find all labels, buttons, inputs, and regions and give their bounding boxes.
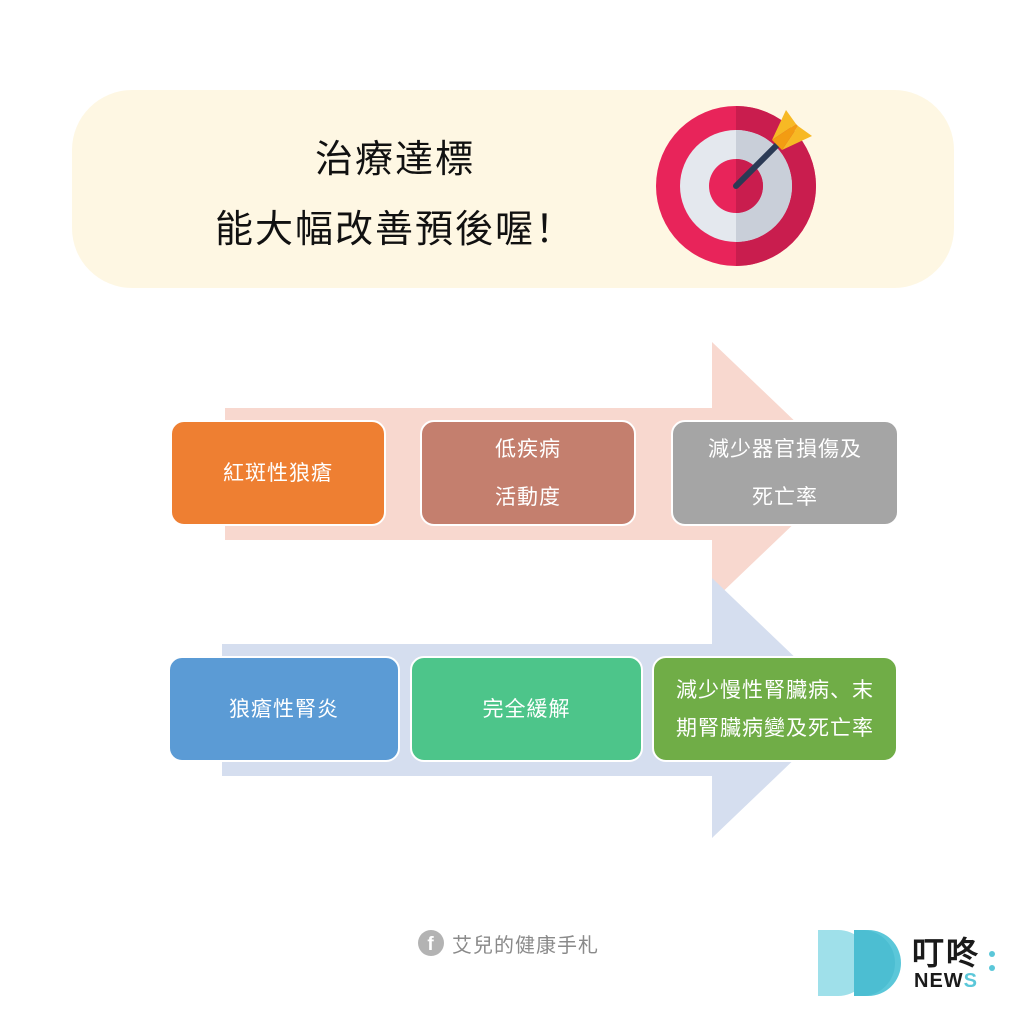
brand-logo-dots xyxy=(989,951,995,971)
step-reduce-organ-damage: 減少器官損傷及 死亡率 xyxy=(671,420,899,526)
target-arrow-icon xyxy=(656,106,816,266)
step-low-disease-activity: 低疾病 活動度 xyxy=(420,420,636,526)
step-lupus: 紅斑性狼瘡 xyxy=(170,420,386,526)
source-credit: f 艾兒的健康手札 xyxy=(418,928,599,958)
brand-logo-english-accent: S xyxy=(963,970,979,992)
title-line-2: 能大幅改善預後喔！ xyxy=(214,207,575,251)
step-reduce-organ-damage-line2: 死亡率 xyxy=(752,485,818,509)
step-low-disease-activity-line1: 低疾病 xyxy=(495,437,561,461)
step-complete-remission: 完全緩解 xyxy=(410,656,643,762)
brand-logo-english: NEWS xyxy=(914,970,978,993)
brand-logo-mark xyxy=(818,930,901,996)
brand-logo-english-main: NEW xyxy=(914,970,964,992)
step-reduce-kidney-disease-line2: 期腎臟病變及死亡率 xyxy=(676,716,874,740)
step-reduce-kidney-disease-line1: 減少慢性腎臟病、末 xyxy=(676,678,874,702)
title-line-1: 治療達標 xyxy=(314,137,475,181)
step-lupus-nephritis-label: 狼瘡性腎炎 xyxy=(229,697,339,721)
step-lupus-label: 紅斑性狼瘡 xyxy=(223,461,333,485)
step-reduce-kidney-disease: 減少慢性腎臟病、末 期腎臟病變及死亡率 xyxy=(652,656,898,762)
step-lupus-nephritis: 狼瘡性腎炎 xyxy=(168,656,400,762)
step-low-disease-activity-line2: 活動度 xyxy=(495,485,561,509)
step-complete-remission-label: 完全緩解 xyxy=(482,697,571,721)
brand-logo-chinese: 叮咚 xyxy=(912,934,981,972)
step-reduce-organ-damage-line1: 減少器官損傷及 xyxy=(708,437,862,461)
source-credit-text: 艾兒的健康手札 xyxy=(452,932,599,957)
title-banner xyxy=(72,90,954,288)
brand-logo: 叮咚 NEWS xyxy=(818,928,1008,998)
facebook-icon: f xyxy=(418,930,444,956)
